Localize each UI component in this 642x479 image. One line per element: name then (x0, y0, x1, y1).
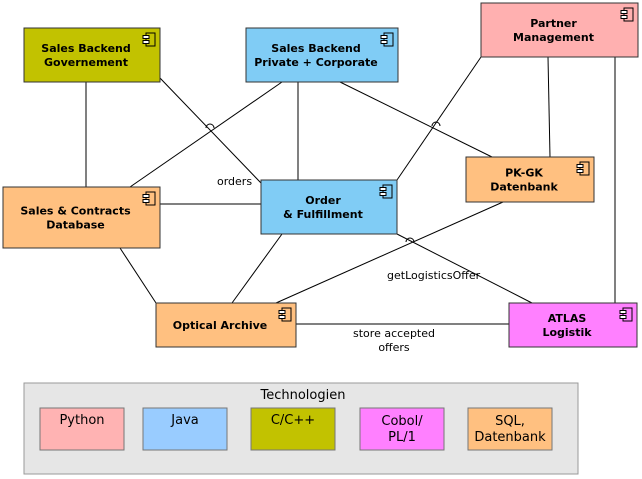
component-label: Partner (530, 17, 577, 30)
component-icon (620, 7, 634, 22)
legend-title: Technologien (260, 388, 346, 403)
line-jump (431, 121, 441, 127)
connector-order-fulfillment-to-optical-archive (231, 233, 283, 304)
component-label: Sales Backend (271, 42, 360, 55)
connector-partner-management-to-pk-gk-datenbank (547, 56, 551, 158)
connector-order-fulfillment-to-atlas-logistik (396, 233, 533, 304)
component-icon (380, 32, 394, 47)
component-icon (576, 161, 590, 176)
connector-label: offers (378, 341, 410, 354)
connector-sales-backend-gov-to-order-fulfillment (159, 77, 262, 184)
component-label: Sales & Contracts (20, 205, 131, 218)
component-label: Sales Backend (41, 42, 130, 55)
component-label: Private + Corporate (254, 56, 378, 69)
legend-item-cobol_pl1: Cobol/PL/1 (359, 407, 445, 451)
component-icon (379, 184, 393, 199)
component-order-fulfillment[interactable]: Order& Fulfillment (260, 179, 398, 235)
component-label: Optical Archive (173, 319, 268, 332)
connector-label: getLogisticsOffer (387, 269, 481, 282)
component-label: Order (305, 194, 341, 207)
connector-label: orders (217, 175, 252, 188)
legend-item-label: Datenbank (474, 430, 546, 445)
legend-item-java: Java (142, 407, 228, 451)
legend-item-sql_db: SQL,Datenbank (467, 407, 553, 451)
component-icon (278, 307, 292, 322)
line-jump (205, 123, 215, 129)
component-label: & Fulfillment (283, 208, 363, 221)
component-label: Management (513, 31, 594, 44)
legend-item-label: C/C++ (271, 413, 315, 428)
legend-item-label: PL/1 (388, 430, 416, 445)
connector-sales-backend-private-to-sales-contracts-db (129, 81, 283, 188)
component-icon (142, 32, 156, 47)
component-label: Logistik (542, 326, 592, 339)
component-label: Datenbank (490, 181, 558, 194)
connector-partner-management-to-order-fulfillment (396, 56, 482, 181)
component-icon (619, 307, 633, 322)
component-optical-archive[interactable]: Optical Archive (155, 302, 297, 348)
connector-sales-backend-private-to-pk-gk-datenbank (339, 81, 493, 158)
line-jump (405, 237, 415, 243)
legend-item-c_cpp: C/C++ (250, 407, 336, 451)
component-label: Governement (44, 56, 128, 69)
legend-item-label: SQL, (495, 414, 525, 429)
connections-layer: orders getLogisticsOffer store acceptedoff… (85, 56, 616, 354)
legend-item-label: Cobol/ (381, 414, 423, 429)
legend-item-label: Java (170, 413, 198, 428)
legend-item-python: Python (39, 407, 125, 451)
component-label: ATLAS (548, 312, 587, 325)
connector-label: store accepted (353, 327, 435, 340)
component-label: Database (46, 219, 105, 232)
connector-pk-gk-datenbank-to-optical-archive (275, 201, 504, 304)
legend-item-label: Python (59, 413, 104, 428)
component-label: PK-GK (505, 167, 543, 180)
connector-sales-contracts-db-to-optical-archive (119, 247, 157, 304)
component-icon (142, 191, 156, 206)
